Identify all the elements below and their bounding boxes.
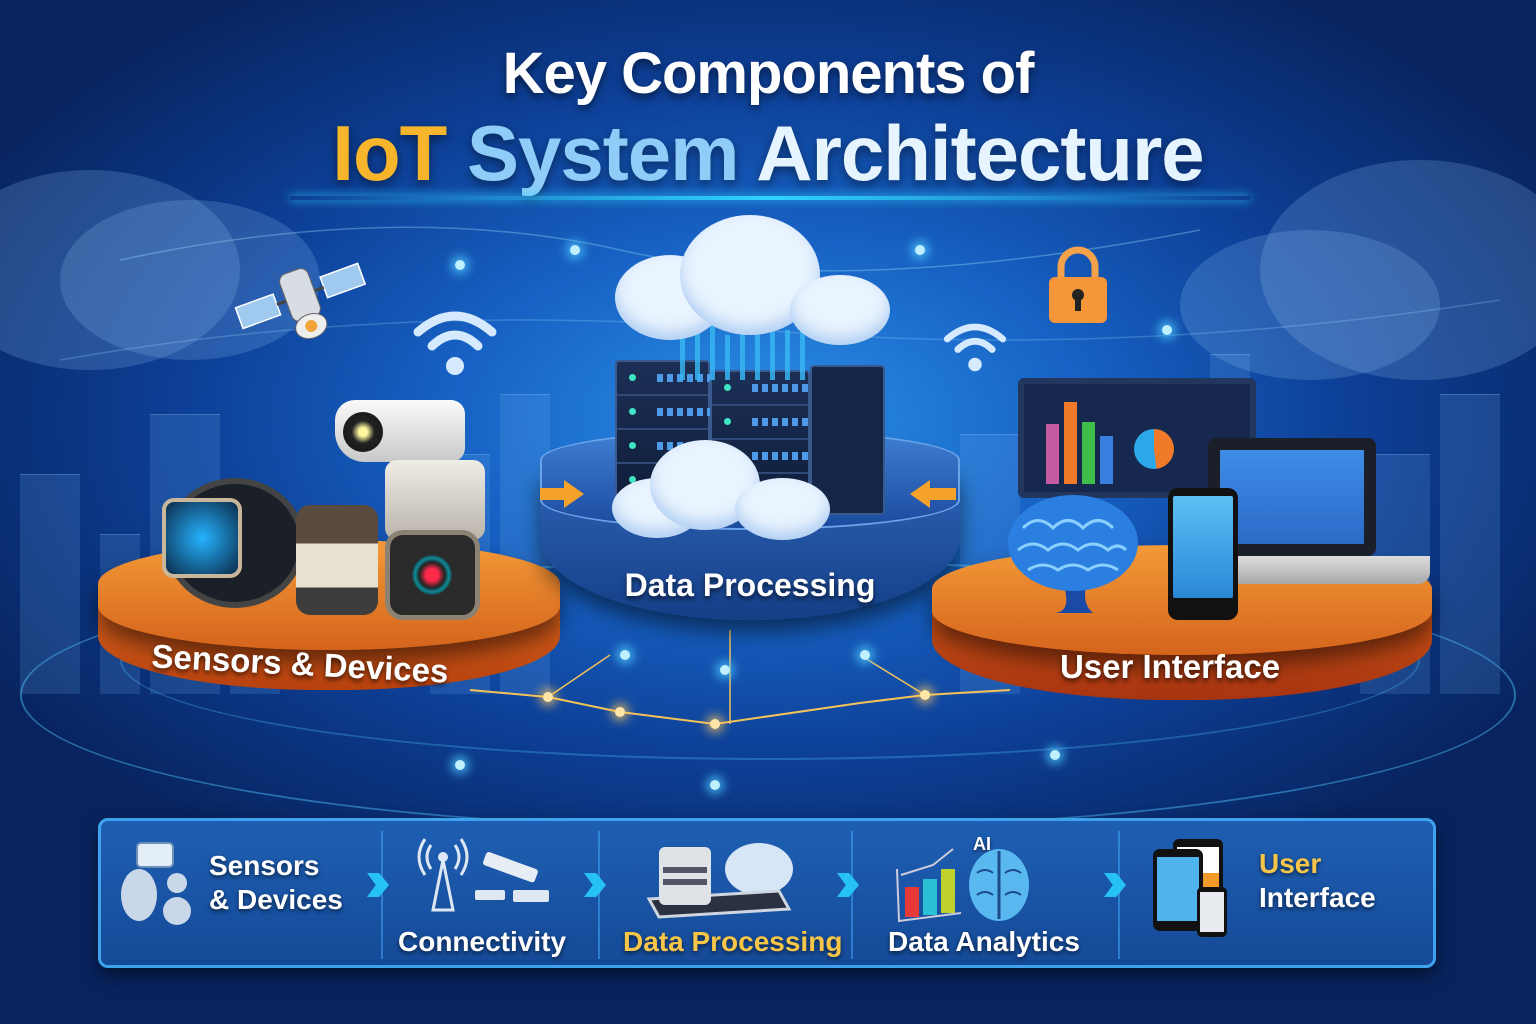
pipeline-divider: [1118, 831, 1120, 959]
server-rack-side: [810, 365, 885, 515]
chevron-right-icon: [837, 873, 859, 897]
padlock-icon: [1049, 246, 1107, 323]
monitor-dashboard-icon: [1018, 378, 1256, 498]
satellite-icon: [234, 262, 367, 340]
arrow-left-shaft: [930, 488, 956, 500]
camera-mount: [385, 460, 485, 540]
network-node: [615, 707, 625, 717]
server-cloud-icon: [646, 843, 793, 919]
step-label-processing: Data Processing: [623, 926, 843, 957]
ui-platform-label: User Interface: [1059, 648, 1281, 685]
title-underline: [290, 196, 1250, 200]
network-node: [720, 665, 730, 675]
background-cloud: [60, 200, 320, 360]
pipeline-divider: [381, 831, 383, 959]
pipeline-step-sensors: Sensors & Devices: [101, 821, 381, 965]
wifi-icon-right: [940, 315, 1010, 380]
antenna-tower-icon: [417, 838, 549, 912]
network-node: [1050, 750, 1060, 760]
title-system: System: [466, 109, 739, 197]
pipeline-step-connectivity: Connectivity: [383, 821, 599, 965]
network-node: [570, 245, 580, 255]
arrow-right-head: [564, 480, 584, 508]
smartphone-icon: [1168, 488, 1238, 620]
step-label-analytics: Data Analytics: [888, 926, 1080, 957]
step-label-connectivity: Connectivity: [398, 926, 567, 957]
network-node: [455, 260, 465, 270]
network-node: [710, 719, 720, 729]
pipeline-step-analytics: AI Data Analytics: [853, 821, 1118, 965]
sensor-device-icon: [296, 505, 378, 615]
title-line-2: IoT System Architecture: [0, 108, 1536, 199]
arrow-right-icon: [540, 488, 566, 500]
smartwatch-screen: [162, 498, 242, 578]
camera-lens-center: [412, 555, 452, 595]
chevron-right-icon: [367, 873, 389, 897]
pipeline-step-processing: Data Processing: [601, 821, 851, 965]
chevron-right-icon: [1104, 873, 1126, 897]
background-cloud: [1260, 160, 1536, 380]
title-line-1: Key Components of: [502, 41, 1035, 106]
step-label-sensors: Sensors & Devices: [209, 850, 343, 915]
network-node: [620, 650, 630, 660]
network-node: [455, 760, 465, 770]
cloud-icon: [790, 275, 890, 345]
arrow-left-icon: [910, 480, 930, 508]
background-cloud: [1180, 230, 1440, 380]
network-node: [710, 780, 720, 790]
cloud-icon: [735, 478, 830, 540]
security-camera-lens: [343, 412, 383, 452]
network-node: [915, 245, 925, 255]
background-cloud: [0, 170, 240, 370]
network-node: [920, 690, 930, 700]
title-iot: IoT: [332, 109, 447, 197]
pipeline-divider: [851, 831, 853, 959]
title-architecture: Architecture: [756, 109, 1204, 197]
pipeline-divider: [598, 831, 600, 959]
ai-badge: AI: [973, 834, 991, 854]
data-bars-icon: [680, 300, 805, 380]
analytics-ai-icon: [896, 848, 1029, 923]
wifi-icon-left: [410, 300, 500, 391]
processing-platform-label: Data Processing: [624, 567, 876, 603]
network-node: [543, 692, 553, 702]
mobile-devices-icon: [1153, 839, 1227, 937]
step-label-ui: User Interface: [1259, 848, 1376, 913]
chevron-right-icon: [584, 873, 606, 897]
network-node: [860, 650, 870, 660]
pipeline-step-ui: User Interface: [1121, 821, 1436, 965]
brain-ai-icon: [1008, 495, 1138, 613]
sensor-devices-icon: [121, 842, 191, 925]
network-node: [1162, 325, 1172, 335]
pipeline-bar: Sensors & Devices Connectivity Data Proc…: [98, 818, 1436, 968]
